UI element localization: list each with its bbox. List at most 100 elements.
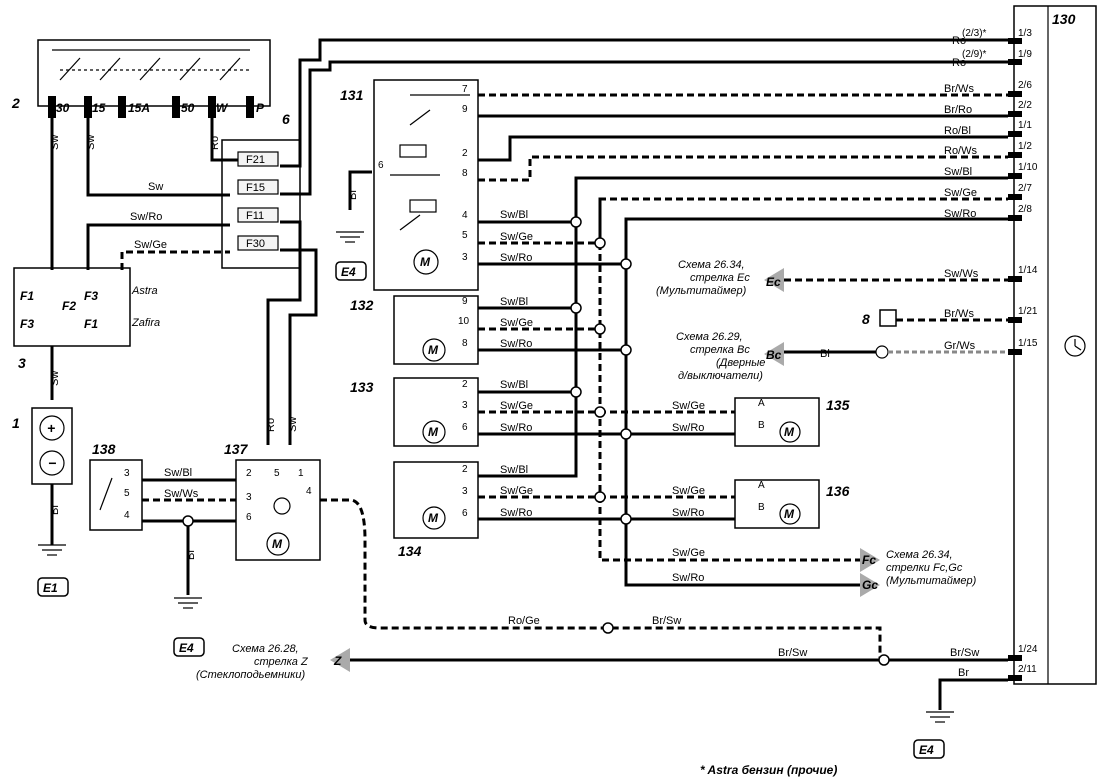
svg-text:2: 2: [462, 148, 468, 159]
svg-text:2/6: 2/6: [1018, 80, 1032, 91]
svg-text:Ro: Ro: [265, 418, 277, 432]
svg-text:3: 3: [462, 400, 468, 411]
footnote: * Astra бензин (прочие): [700, 763, 837, 777]
svg-text:30: 30: [56, 101, 70, 115]
svg-text:A: A: [758, 398, 765, 409]
svg-text:9: 9: [462, 296, 468, 307]
svg-text:F1: F1: [84, 317, 98, 331]
svg-text:B: B: [758, 420, 765, 431]
svg-text:Br: Br: [49, 504, 61, 515]
label-8: 8: [862, 311, 870, 327]
module-137: [235, 459, 321, 561]
svg-text:Ro/Bl: Ro/Bl: [944, 125, 971, 137]
svg-text:W: W: [216, 101, 229, 115]
svg-text:Sw/Ro: Sw/Ro: [672, 572, 704, 584]
pin-note-2: (2/9)*: [962, 49, 987, 60]
fuse-box-6: [221, 139, 301, 269]
svg-text:Sw/Ge: Sw/Ge: [500, 231, 533, 243]
svg-text:F2: F2: [62, 299, 76, 313]
ground-e4-b: E4: [179, 641, 194, 655]
svg-text:F11: F11: [246, 210, 264, 222]
svg-text:6: 6: [462, 508, 468, 519]
svg-text:Схема 26.34,: Схема 26.34,: [886, 549, 953, 561]
svg-text:Sw/Bl: Sw/Bl: [500, 209, 528, 221]
svg-text:M: M: [428, 343, 439, 357]
svg-text:Sw/Ws: Sw/Ws: [944, 268, 979, 280]
svg-text:Sw: Sw: [287, 417, 299, 432]
svg-text:+: +: [47, 420, 55, 436]
motor-icon: [413, 249, 439, 275]
svg-text:(Мультитаймер): (Мультитаймер): [886, 575, 977, 587]
svg-text:1/10: 1/10: [1018, 162, 1038, 173]
svg-text:Ro/Ge: Ro/Ge: [508, 615, 540, 627]
svg-text:Br/Sw: Br/Sw: [652, 615, 681, 627]
svg-text:6: 6: [246, 512, 252, 523]
label-138: 138: [92, 441, 116, 457]
svg-text:Схема 26.29,: Схема 26.29,: [676, 331, 743, 343]
svg-text:P: P: [256, 101, 265, 115]
svg-text:F30: F30: [246, 238, 265, 250]
svg-text:Sw/Ro: Sw/Ro: [130, 211, 162, 223]
label-134: 134: [398, 543, 422, 559]
svg-text:Br: Br: [347, 189, 359, 200]
connectors-130: [1008, 38, 1022, 681]
svg-text:Sw/Ro: Sw/Ro: [500, 422, 532, 434]
svg-text:2: 2: [246, 468, 252, 479]
svg-text:M: M: [428, 511, 439, 525]
svg-text:4: 4: [462, 210, 468, 221]
svg-text:стрелка Bc: стрелка Bc: [690, 344, 750, 356]
actuator-136: [734, 479, 820, 529]
svg-text:Sw/Ro: Sw/Ro: [500, 507, 532, 519]
svg-text:2: 2: [462, 464, 468, 475]
svg-text:2: 2: [462, 379, 468, 390]
svg-text:Sw/Ge: Sw/Ge: [500, 317, 533, 329]
svg-text:Br/Ws: Br/Ws: [944, 83, 974, 95]
svg-text:10: 10: [458, 316, 470, 327]
svg-text:4: 4: [124, 510, 130, 521]
svg-text:Gr/Ws: Gr/Ws: [944, 340, 976, 352]
svg-text:Sw/Ws: Sw/Ws: [164, 488, 199, 500]
svg-text:5: 5: [274, 468, 280, 479]
svg-text:2/11: 2/11: [1018, 664, 1037, 675]
svg-text:2/8: 2/8: [1018, 204, 1032, 215]
svg-text:Sw: Sw: [49, 135, 61, 150]
svg-text:Sw/Bl: Sw/Bl: [944, 166, 972, 178]
svg-text:д/выключатели): д/выключатели): [678, 370, 763, 382]
label-1: 1: [12, 415, 20, 431]
svg-text:стрелка Z: стрелка Z: [254, 656, 309, 668]
svg-text:Sw/Bl: Sw/Bl: [164, 467, 192, 479]
svg-text:Sw/Ro: Sw/Ro: [500, 338, 532, 350]
svg-text:Br/Sw: Br/Sw: [778, 647, 807, 659]
svg-text:F3: F3: [20, 317, 34, 331]
svg-text:(Стеклоподьемники): (Стеклоподьемники): [196, 669, 305, 681]
control-unit-130: [1013, 5, 1097, 685]
label-2: 2: [11, 95, 20, 111]
svg-text:1/9: 1/9: [1018, 49, 1032, 60]
label-132: 132: [350, 297, 374, 313]
svg-text:(Дверные: (Дверные: [716, 357, 765, 369]
svg-text:Astra: Astra: [131, 285, 158, 297]
svg-text:M: M: [272, 537, 283, 551]
svg-text:4: 4: [306, 486, 312, 497]
svg-text:M: M: [420, 255, 431, 269]
svg-text:1/15: 1/15: [1018, 338, 1038, 349]
svg-text:Ro: Ro: [209, 136, 221, 150]
svg-text:1/1: 1/1: [1018, 120, 1032, 131]
svg-text:Sw/Bl: Sw/Bl: [500, 296, 528, 308]
svg-text:Sw/Ge: Sw/Ge: [500, 485, 533, 497]
actuator-135: [734, 397, 820, 447]
pin-labels-130: 1/3 1/9 2/6 2/2 1/1 1/2 1/10 2/7 2/8 1/1…: [1018, 28, 1038, 675]
ground-e4-a: E4: [341, 265, 356, 279]
switch-138: [89, 459, 143, 531]
svg-text:Br: Br: [185, 549, 197, 560]
svg-text:3: 3: [246, 492, 252, 503]
label-6: 6: [282, 111, 290, 127]
svg-text:8: 8: [462, 168, 468, 179]
pin-note-1: (2/3)*: [962, 28, 987, 39]
motor-module-134: [393, 461, 479, 539]
svg-text:Ro/Ws: Ro/Ws: [944, 145, 978, 157]
svg-text:Sw/Bl: Sw/Bl: [500, 464, 528, 476]
svg-text:Ro: Ro: [952, 57, 966, 69]
